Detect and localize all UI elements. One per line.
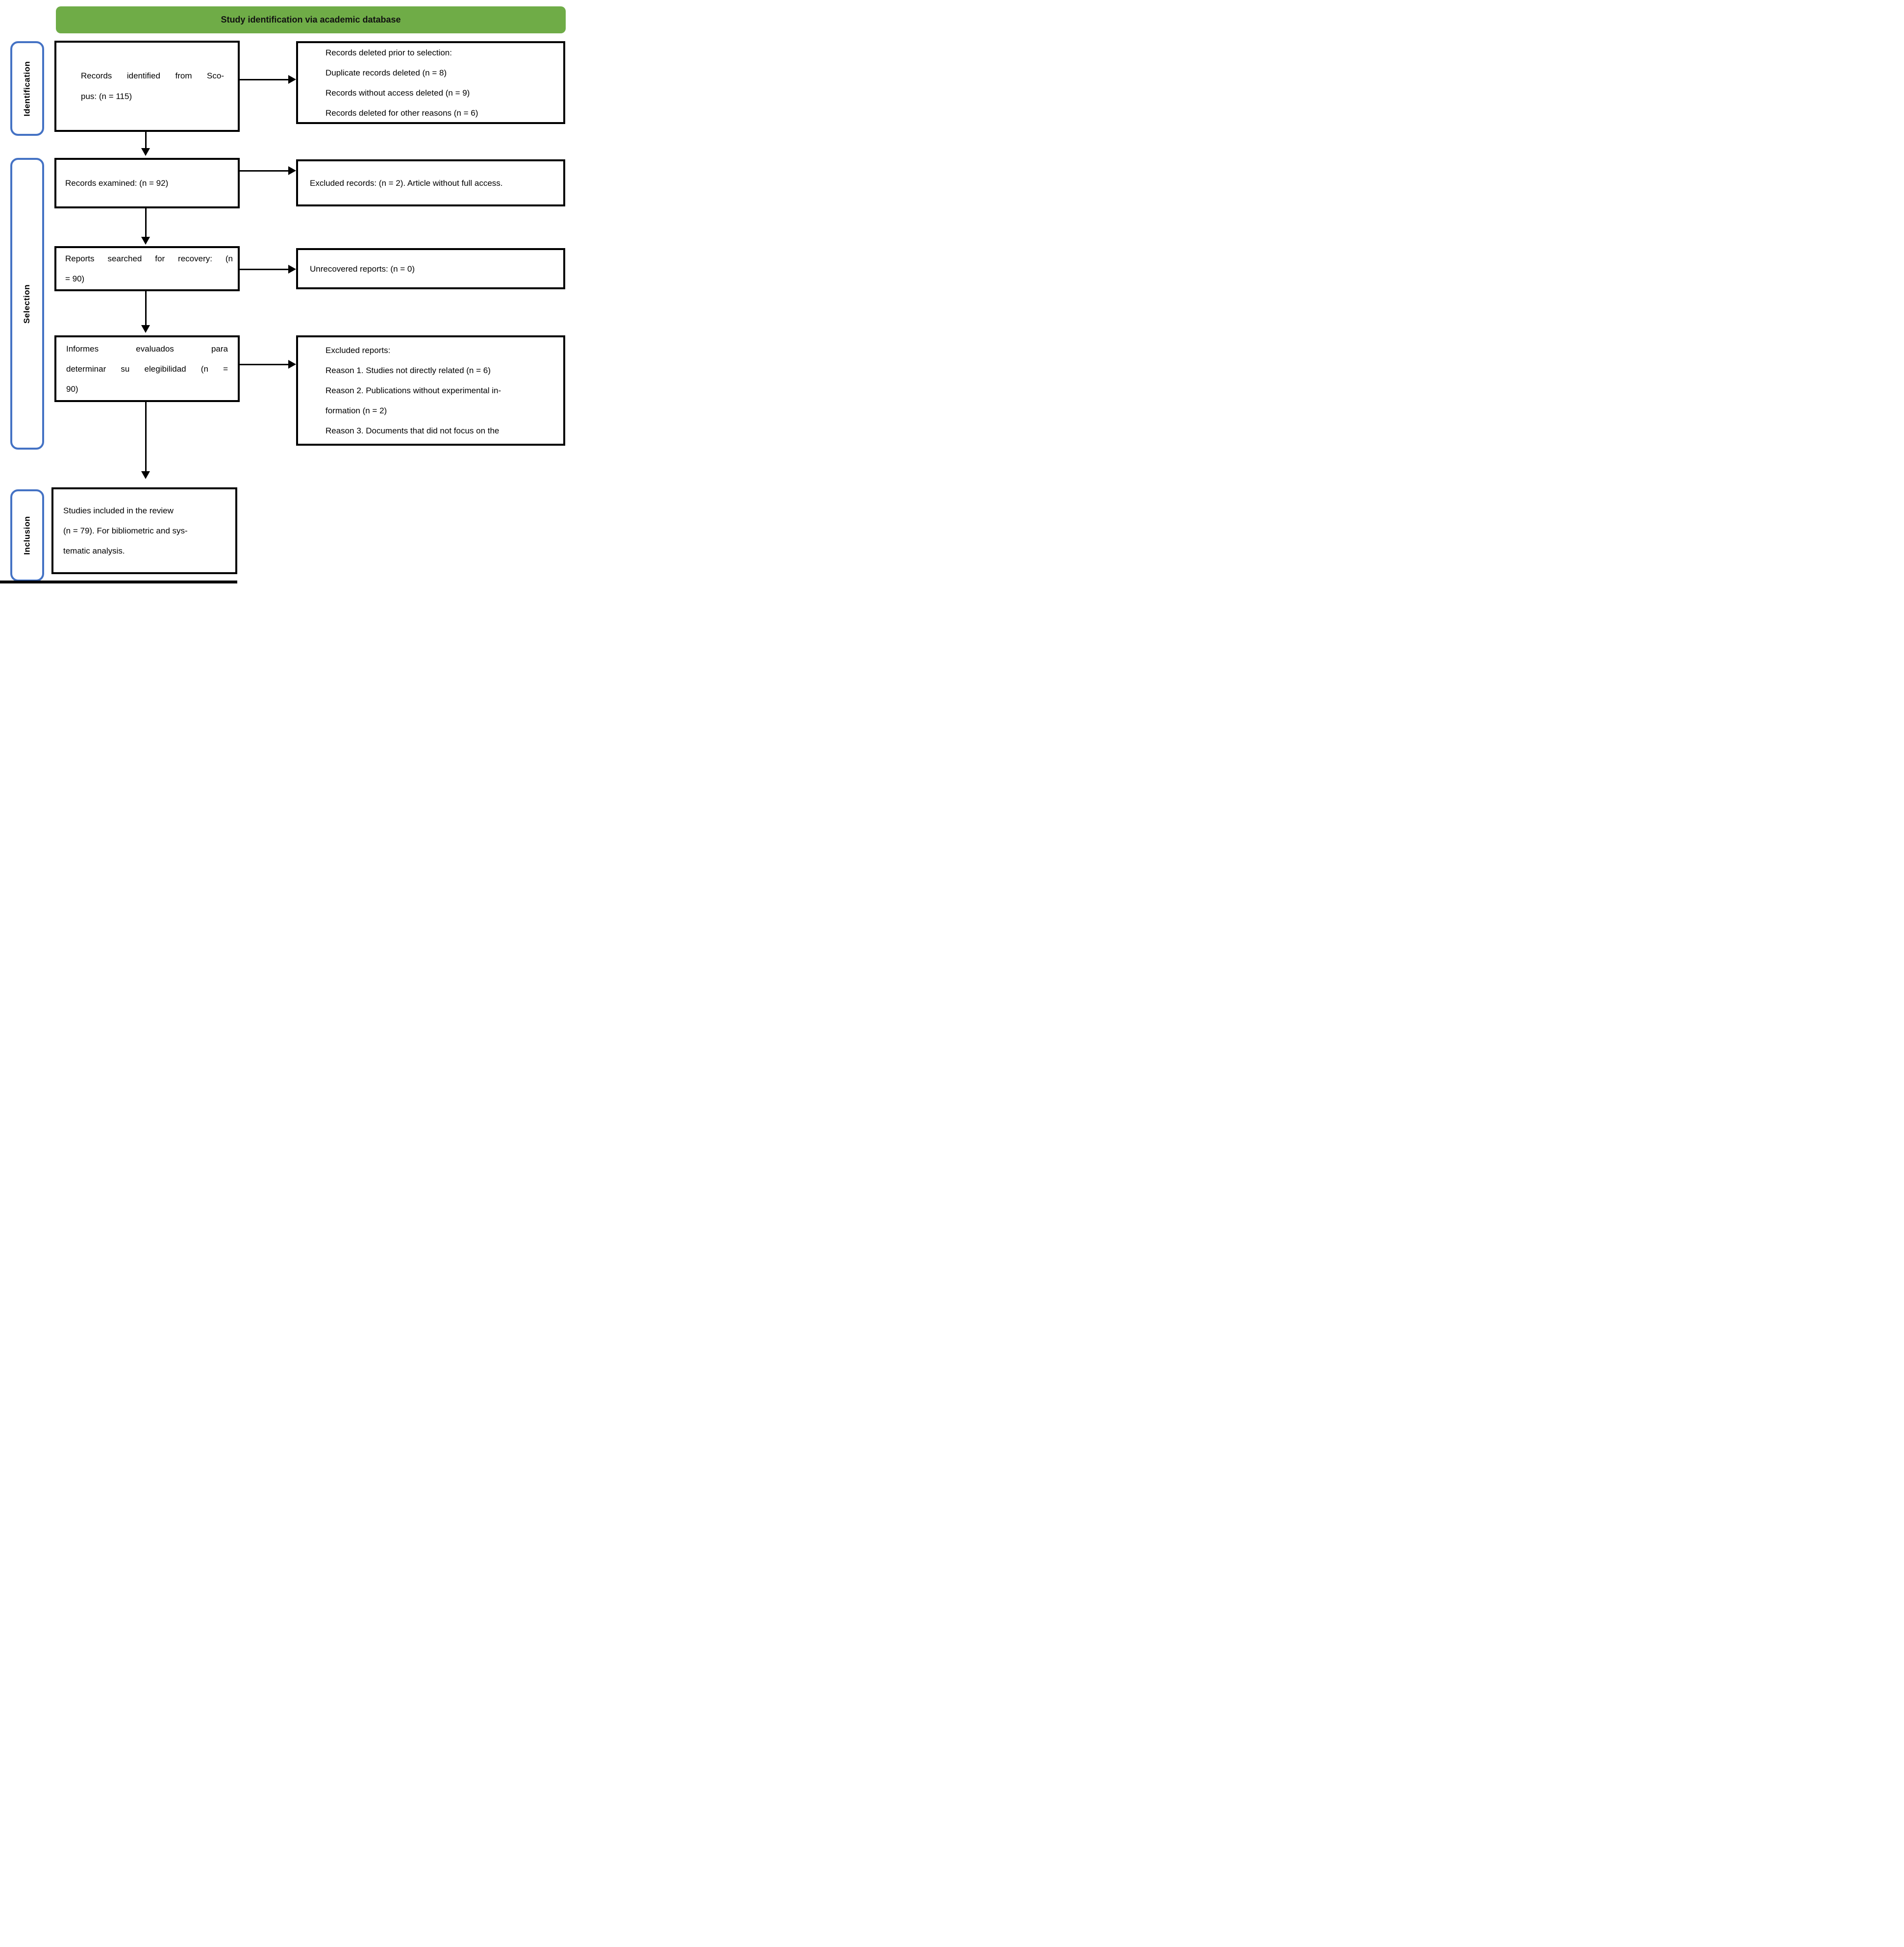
arrow-evaluated-to-included-shaft xyxy=(145,402,147,471)
box-excluded-records: Excluded records: (n = 2). Article witho… xyxy=(296,159,565,206)
box-line: Reason 3. Documents that did not focus o… xyxy=(326,426,500,435)
stage-label-selection: Selection xyxy=(10,158,44,450)
arrow-evaluated-to-excluded-reports-head xyxy=(288,360,296,369)
stage-label-identification: Identification xyxy=(10,41,44,136)
arrow-examined-to-searched-head xyxy=(141,237,150,245)
box-line: Records deleted prior to selection: xyxy=(326,48,452,57)
box-line: Excluded records: (n = 2). Article witho… xyxy=(310,178,503,188)
stage-label-selection-text: Selection xyxy=(22,284,32,324)
arrow-searched-to-unrecovered-shaft xyxy=(240,269,288,270)
box-line: Records deleted for other reasons (n = 6… xyxy=(326,108,478,118)
prisma-flow-diagram: Study identification via academic databa… xyxy=(0,0,571,583)
box-line: pus: (n = 115) xyxy=(81,92,132,101)
arrow-examined-to-searched-shaft xyxy=(145,208,147,237)
box-reports-evaluated: Informes evaluados para determinar su el… xyxy=(54,335,240,402)
arrow-evaluated-to-excluded-reports-shaft xyxy=(240,364,288,365)
box-line: Reports searched for recovery: (n xyxy=(65,254,233,263)
box-line: Informes evaluados para xyxy=(66,344,228,354)
box-line: Excluded reports: xyxy=(326,346,391,355)
box-line: Duplicate records deleted (n = 8) xyxy=(326,68,447,77)
stage-label-identification-text: Identification xyxy=(22,61,32,116)
box-line: = 90) xyxy=(65,274,85,283)
box-line: Records without access deleted (n = 9) xyxy=(326,88,470,98)
header-title: Study identification via academic databa… xyxy=(221,15,401,25)
bottom-cropped-line xyxy=(0,581,237,583)
arrow-identified-to-deleted-head xyxy=(288,75,296,84)
box-line: formation (n = 2) xyxy=(326,406,387,415)
box-records-identified: Records identified from Sco- pus: (n = 1… xyxy=(54,41,240,132)
arrow-identified-to-deleted-shaft xyxy=(240,79,288,80)
box-line: Unrecovered reports: (n = 0) xyxy=(310,264,415,274)
arrow-searched-to-unrecovered-head xyxy=(288,265,296,274)
arrow-examined-to-excluded-shaft xyxy=(240,170,288,172)
stage-label-inclusion-text: Inclusion xyxy=(22,516,32,555)
box-studies-included: Studies included in the review (n = 79).… xyxy=(51,487,237,574)
box-excluded-reports: Excluded reports: Reason 1. Studies not … xyxy=(296,335,565,446)
box-line: determinar su elegibilidad (n = xyxy=(66,364,228,374)
box-line: 90) xyxy=(66,384,78,394)
arrow-searched-to-evaluated-head xyxy=(141,325,150,333)
stage-label-inclusion: Inclusion xyxy=(10,489,44,582)
box-line: Reason 2. Publications without experimen… xyxy=(326,386,501,395)
arrow-identified-to-examined-shaft xyxy=(145,132,147,148)
box-line: Reason 1. Studies not directly related (… xyxy=(326,366,491,375)
box-line: Studies included in the review xyxy=(63,506,174,515)
box-line: Records identified from Sco- xyxy=(81,71,224,80)
arrow-identified-to-examined-head xyxy=(141,148,150,156)
box-line: tematic analysis. xyxy=(63,546,125,556)
header-banner: Study identification via academic databa… xyxy=(56,6,566,33)
box-records-examined: Records examined: (n = 92) xyxy=(54,158,240,208)
arrow-evaluated-to-included-head xyxy=(141,471,150,479)
box-line: (n = 79). For bibliometric and sys- xyxy=(63,526,188,535)
arrow-searched-to-evaluated-shaft xyxy=(145,291,147,325)
box-records-deleted-prior: Records deleted prior to selection: Dupl… xyxy=(296,41,565,124)
box-reports-searched: Reports searched for recovery: (n = 90) xyxy=(54,246,240,291)
box-unrecovered-reports: Unrecovered reports: (n = 0) xyxy=(296,248,565,289)
box-line: Records examined: (n = 92) xyxy=(65,178,169,188)
arrow-examined-to-excluded-head xyxy=(288,166,296,175)
